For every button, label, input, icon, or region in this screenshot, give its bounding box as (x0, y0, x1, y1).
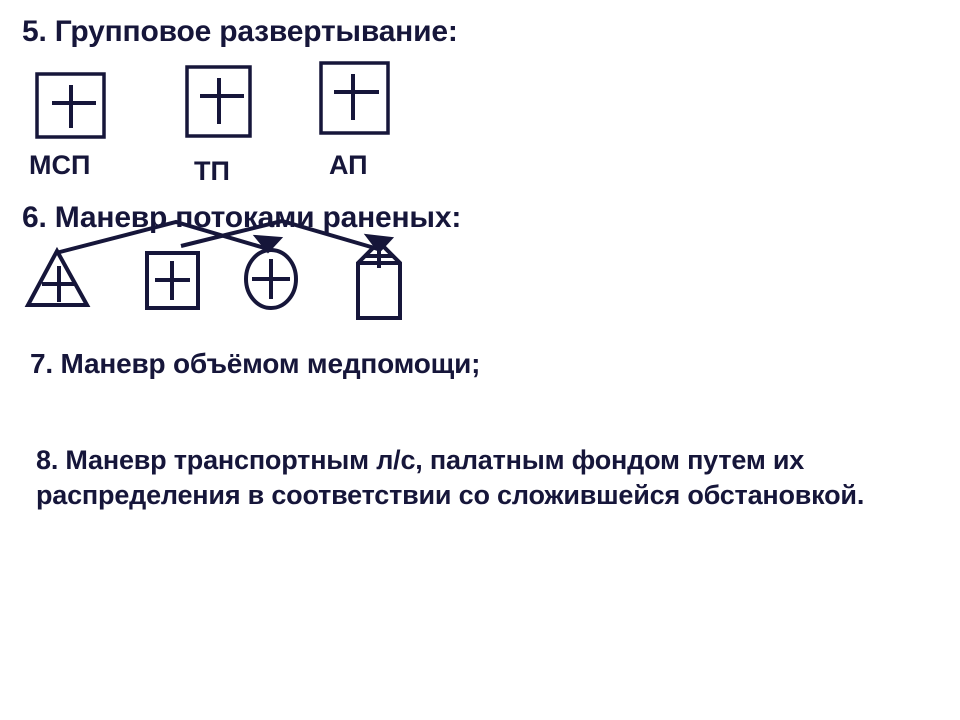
symbol-square-with-cross-ap (319, 61, 390, 135)
symbol-square-with-cross-flow (145, 251, 200, 310)
symbol-house-with-cross (356, 239, 402, 320)
unit-label-msp: МСП (29, 150, 91, 180)
symbol-triangle-with-cross (24, 246, 91, 307)
section-7-heading: 7. Маневр объёмом медпомощи; (30, 348, 481, 379)
arrow-square-to-house (180, 218, 395, 254)
arrow-triangle-to-circle (55, 219, 284, 255)
symbol-square-with-cross-msp (35, 72, 106, 139)
section-5-heading: 5. Групповое развертывание: (22, 15, 458, 48)
unit-label-ap: АП (329, 150, 368, 180)
casualty-flow-diagram (0, 0, 960, 345)
group-deployment-symbol-row (0, 0, 960, 205)
unit-label-tp: ТП (194, 156, 230, 186)
casualty-flow-diagram-svg (24, 218, 402, 320)
symbol-square-with-cross-tp (185, 65, 252, 138)
group-deployment-symbols-svg (35, 61, 390, 139)
symbol-circle-with-cross (244, 248, 298, 310)
section-8-paragraph: 8. Маневр транспортным л/с, палатным фон… (36, 445, 865, 510)
